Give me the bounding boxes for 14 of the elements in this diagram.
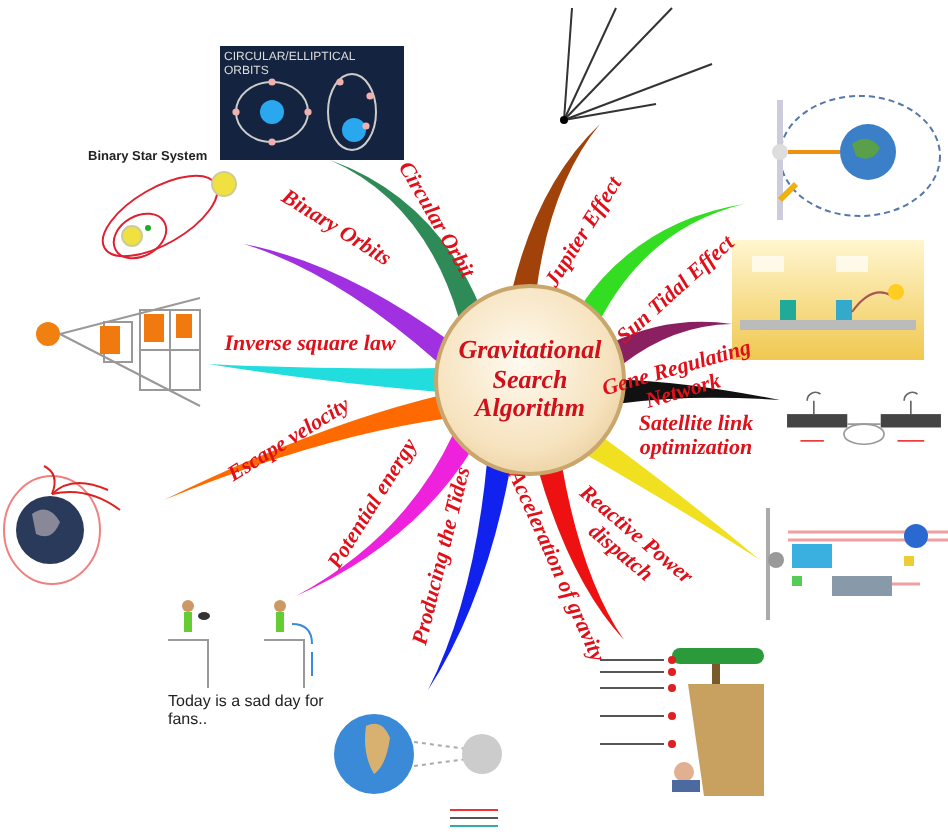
branch-ribbon: [579, 204, 744, 320]
wind-turbine-circuit-drawing: [760, 504, 948, 624]
branch-ribbon: [538, 465, 624, 640]
central-topic: Gravitational Search Algorithm: [456, 335, 603, 425]
branch-label: Inverse square law: [222, 332, 398, 357]
branch-ribbon: [330, 160, 482, 318]
branch-ribbon: [586, 434, 760, 560]
branch-ribbon: [428, 462, 511, 690]
branch-label: Satellite link optimization: [636, 412, 756, 461]
branch-ribbon: [618, 379, 780, 404]
picture-caption: Today is a sad day for fans..: [168, 692, 326, 729]
branch-ribbon: [164, 394, 447, 500]
branch-ribbon: [296, 434, 474, 596]
orbit-diagram: [220, 46, 404, 160]
